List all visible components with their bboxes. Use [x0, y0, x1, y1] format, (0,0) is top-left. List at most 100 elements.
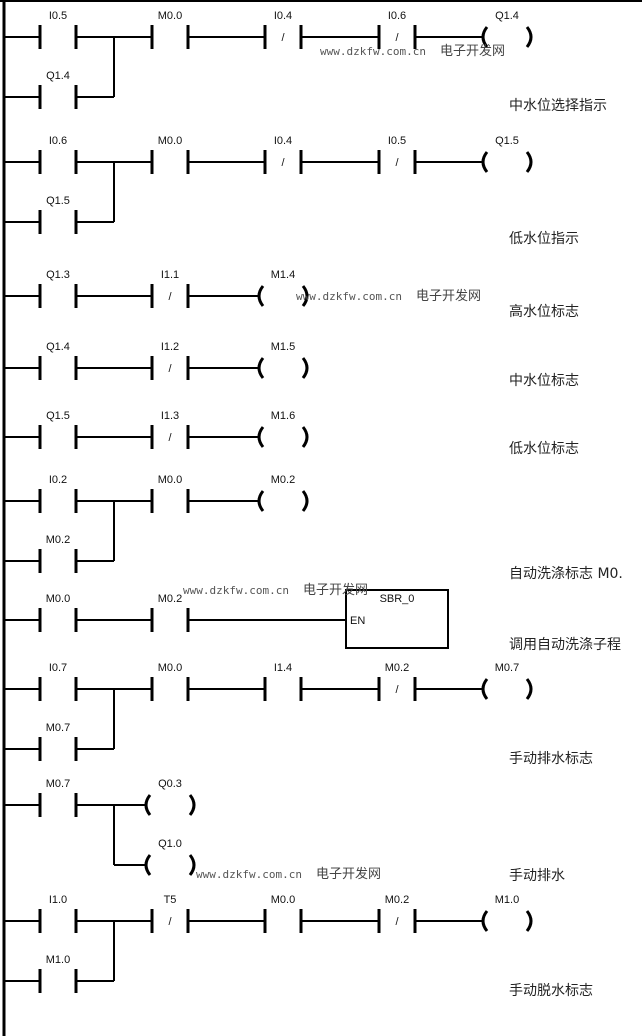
coil-label: Q1.5: [495, 135, 519, 147]
rung-comment: 低水位标志: [509, 441, 579, 457]
no-contact-M0-0: M0.0: [38, 593, 78, 632]
coil-M1-5: M1.5: [257, 341, 309, 379]
watermark-site: 电子开发网: [316, 866, 381, 882]
no-contact-I0-7: I0.7: [38, 662, 78, 701]
nc-contact-M0-2: /M0.2: [377, 894, 417, 933]
nc-contact-I1-1: /I1.1: [150, 269, 190, 308]
nc-contact-I0-4: / I0.4: [263, 135, 303, 174]
rung-4: Q1.4 / I1.2 M1.5 中水位标志: [4, 341, 579, 389]
nc-slash-icon: /: [168, 363, 172, 375]
coil-label: M1.4: [271, 269, 295, 281]
contact-label: M0.2: [385, 662, 409, 674]
coil-Q1-4: Q1.4: [481, 10, 533, 48]
watermark-site: 电子开发网: [416, 288, 481, 304]
contact-label: Q1.3: [46, 269, 70, 281]
contact-label: M0.2: [385, 894, 409, 906]
contact-label: Q1.5: [46, 195, 70, 207]
coil-right-paren: [301, 357, 309, 379]
rung-comment: 手动脱水标志: [509, 983, 593, 999]
no-contact-M0-0: M0.0: [263, 894, 303, 933]
watermark: www.dzkfw.com.cn 电子开发网: [183, 582, 368, 598]
nc-slash-icon: /: [168, 432, 172, 444]
nc-contact-I1-2: / I1.2: [150, 341, 190, 380]
sbr-block: [345, 589, 449, 649]
watermark: www.dzkfw.com.cn 电子开发网: [296, 288, 481, 304]
contact-label: I0.7: [49, 662, 67, 674]
rung-comment: 中水位选择指示: [509, 98, 607, 114]
no-contact-I1-4: I1.4: [263, 662, 303, 701]
nc-slash-icon: /: [395, 32, 399, 44]
no-contact-Q1-5: Q1.5: [38, 410, 78, 449]
contact-label: I1.2: [161, 341, 179, 353]
coil-right-paren: [301, 426, 309, 448]
rung-comment: 中水位标志: [509, 373, 579, 389]
coil-M1-0: M1.0: [481, 894, 533, 932]
watermark-site: 电子开发网: [440, 43, 505, 59]
coil-right-paren: [525, 26, 533, 48]
coil-right-paren: [188, 854, 196, 876]
no-contact-M0-0: M0.0: [150, 10, 190, 49]
no-contact-M0-0: M0.0: [150, 474, 190, 513]
contact-label: Q1.4: [46, 70, 70, 82]
coil-label: Q1.4: [495, 10, 519, 22]
rung-comment: 手动排水: [509, 868, 565, 884]
coil-left-paren: [144, 854, 152, 876]
coil-M0-2: M0.2: [257, 474, 309, 512]
contact-label: Q1.4: [46, 341, 70, 353]
contact-label: M0.0: [271, 894, 295, 906]
contact-label: M0.0: [158, 135, 182, 147]
contact-label: M0.0: [158, 474, 182, 486]
no-contact-M0-0: M0.0: [150, 662, 190, 701]
rung-comment: 调用自动洗涤子程: [509, 637, 621, 653]
contact-label: M0.0: [158, 662, 182, 674]
coil-Q1-0: Q1.0: [144, 838, 196, 876]
subroutine-box: SBR_0EN: [345, 589, 449, 649]
contact-label: I0.2: [49, 474, 67, 486]
contact-label: M0.7: [46, 778, 70, 790]
coil-label: M1.5: [271, 341, 295, 353]
contact-label: I1.4: [274, 662, 292, 674]
nc-contact-I0-5: /I0.5: [377, 135, 417, 174]
nc-contact-I0-4: /I0.4: [263, 10, 303, 49]
contact-label: Q1.5: [46, 410, 70, 422]
coil-left-paren: [481, 678, 489, 700]
rung-comment: 手动排水标志: [509, 751, 593, 767]
contact-label: M0.2: [46, 534, 70, 546]
coil-left-paren: [257, 357, 265, 379]
no-contact-parallel-M0-7: M0.7: [38, 722, 78, 761]
no-contact-I0-6: I0.6: [38, 135, 78, 174]
contact-label: I0.4: [274, 135, 292, 147]
coil-Q1-5: Q1.5: [481, 135, 533, 173]
nc-contact-I1-3: /I1.3: [150, 410, 190, 449]
no-contact-I0-2: I0.2: [38, 474, 78, 513]
coil-left-paren: [257, 490, 265, 512]
no-contact-parallel-Q1-4: Q1.4: [38, 70, 78, 109]
sbr-en-pin: EN: [350, 615, 365, 627]
contact-label: I0.4: [274, 10, 292, 22]
nc-slash-icon: /: [168, 916, 172, 928]
coil-right-paren: [301, 490, 309, 512]
coil-right-paren: [301, 285, 309, 307]
coil-label: Q0.3: [158, 778, 182, 790]
nc-slash-icon: /: [395, 684, 399, 696]
coil-label: M0.2: [271, 474, 295, 486]
watermark-url: www.dzkfw.com.cn: [183, 584, 289, 597]
watermark-url: www.dzkfw.com.cn: [296, 290, 402, 303]
watermark-site: 电子开发网: [303, 582, 368, 598]
coil-label: M0.7: [495, 662, 519, 674]
coil-label: M1.6: [271, 410, 295, 422]
rung-5: Q1.5/I1.3 M1.6 低水位标志: [4, 410, 579, 457]
nc-contact-M0-2: / M0.2: [377, 662, 417, 701]
nc-slash-icon: /: [281, 157, 285, 169]
nc-slash-icon: /: [168, 291, 172, 303]
contact-label: M0.0: [46, 593, 70, 605]
no-contact-M0-7: M0.7: [38, 778, 78, 817]
nc-contact-T5: /T5: [150, 894, 190, 933]
